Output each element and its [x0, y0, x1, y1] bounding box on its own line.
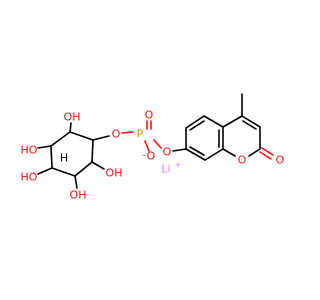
pyr-bond-5 [222, 148, 236, 157]
bond-c-oh-bottom [74, 175, 78, 189]
cyclohexane-ring [50, 131, 94, 177]
benz-bond-2 [185, 115, 205, 129]
phosphate-bonds [121, 120, 162, 152]
bond-p-o-anion [144, 140, 150, 152]
atom-label-ho-left-upper: HO [21, 144, 38, 157]
bond-o-p-left [121, 131, 134, 134]
bond-c-oh-top [69, 122, 72, 133]
lithium-charge-sign: + [175, 161, 182, 170]
benz-bond-5 [204, 148, 224, 161]
ring-bond-5 [50, 131, 71, 147]
pyr-bond-1 [222, 115, 243, 128]
atom-label-lactone-o: O [238, 154, 247, 167]
atom-label-phosphorus: P [137, 128, 144, 141]
coumarin-pyranone-ring [222, 93, 274, 160]
pyr-bond-2-inner [242, 120, 257, 130]
atom-label-oh-top: OH [64, 111, 81, 124]
bond-p-o-ester-right [153, 139, 162, 149]
benz-bond-6 [185, 148, 206, 161]
atom-label-ring-h: H [60, 152, 68, 165]
ring-bond-6 [69, 131, 94, 141]
bond-carbonyl-a [261, 147, 274, 156]
atom-label-anion-o: O [147, 150, 156, 163]
atom-label-ester-o-right: O [163, 146, 172, 159]
atom-label-lithium: Li [161, 163, 170, 176]
atom-label-oh-right: OH [106, 167, 123, 180]
bond-c-oh-right [91, 161, 105, 170]
bond-c-ho-left-upper [37, 145, 52, 149]
bond-c-o-ester [92, 135, 110, 141]
molecule-structure-diagram: OH HO HO OH OH H O P O O O - O O Li + [21, 93, 285, 202]
ring-substituent-bonds [37, 122, 110, 189]
anion-charge-sign: - [143, 151, 146, 160]
ring-bond-2 [74, 161, 93, 177]
benz-bond-6-inner [189, 146, 205, 156]
ring-bond-3 [51, 167, 76, 177]
atom-label-phosphoryl-o: O [145, 109, 154, 122]
atom-label-carbonyl-o: O [276, 154, 285, 167]
ring-bond-1 [91, 139, 94, 163]
benz-bond-3 [203, 115, 224, 128]
benz-bond-2-inner [189, 120, 205, 131]
atom-label-ester-o-left: O [112, 128, 121, 141]
coumarin-benzene-ring [185, 115, 224, 161]
atom-label-ho-left-lower: HO [21, 171, 38, 184]
bond-carbonyl-b [259, 151, 272, 160]
ring-bond-4 [50, 145, 53, 169]
bond-o-aryl [172, 148, 187, 152]
atom-labels: OH HO HO OH OH H O P O O O - O O Li + [21, 109, 285, 202]
pyr-bond-2 [241, 115, 261, 128]
atom-label-oh-bottom: OH [70, 189, 87, 202]
pyr-bond-4 [248, 148, 261, 157]
bond-c-ho-left-lower [37, 167, 53, 175]
